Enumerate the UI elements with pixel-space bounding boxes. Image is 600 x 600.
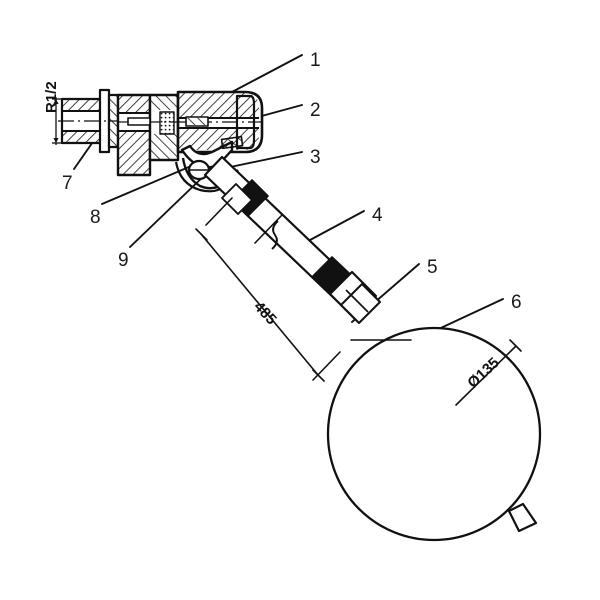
leader-2 — [257, 104, 303, 118]
housing-hatch-a — [119, 96, 149, 113]
callout-8: 8 — [90, 207, 101, 228]
dimension-lines — [195, 197, 522, 406]
housing-mid-hatch-top — [151, 96, 177, 110]
housing-mid-hatch-bot — [151, 134, 177, 159]
seat-packing — [159, 111, 175, 135]
inlet-hatch-top — [63, 100, 109, 111]
rod-break-symbol — [271, 220, 279, 250]
ball-outline — [326, 326, 542, 542]
leader-1 — [231, 54, 303, 93]
end-cap-ring — [235, 94, 256, 150]
dim-135-line — [455, 345, 517, 406]
callout-7: 7 — [62, 173, 73, 194]
callout-5: 5 — [427, 257, 438, 278]
callout-4: 4 — [372, 205, 383, 226]
lever-bracket — [174, 161, 225, 193]
rod-ball-coupling — [328, 270, 381, 324]
float-ball — [326, 326, 542, 542]
dim-485-tick-a — [195, 228, 208, 241]
coupling-edge-a — [335, 299, 359, 323]
plunger-stem-left — [127, 117, 151, 126]
dim-485-tick-b — [312, 369, 325, 382]
coupling-edge-b — [345, 289, 369, 313]
dimension-thread-size: R1/2 — [43, 81, 60, 113]
dim-485-ext-helper — [254, 214, 283, 244]
dim-485-ext-lower — [312, 351, 341, 381]
callout-2: 2 — [310, 100, 321, 121]
leader-9 — [129, 171, 209, 248]
ball-drain-plug — [507, 502, 538, 533]
dim-485-line — [200, 233, 319, 376]
callout-1: 1 — [310, 50, 321, 71]
inlet-hatch-bottom — [63, 131, 109, 142]
thread-arrow-top — [53, 99, 59, 104]
plunger-stem-hatch — [187, 118, 207, 125]
dim-135-tick — [509, 339, 522, 352]
leader-lines — [73, 54, 504, 341]
housing-hatch-b — [119, 131, 149, 174]
seat-washer — [220, 135, 244, 150]
callout-6: 6 — [511, 292, 522, 313]
dim-485-ext-upper — [205, 197, 233, 226]
cap-hatch-upper — [179, 93, 259, 118]
thread-arrow-bottom — [53, 138, 59, 143]
callout-3: 3 — [310, 147, 321, 168]
valve-body-assembly — [52, 88, 542, 542]
callout-9: 9 — [118, 250, 129, 271]
rod-nut-upper — [221, 183, 253, 215]
